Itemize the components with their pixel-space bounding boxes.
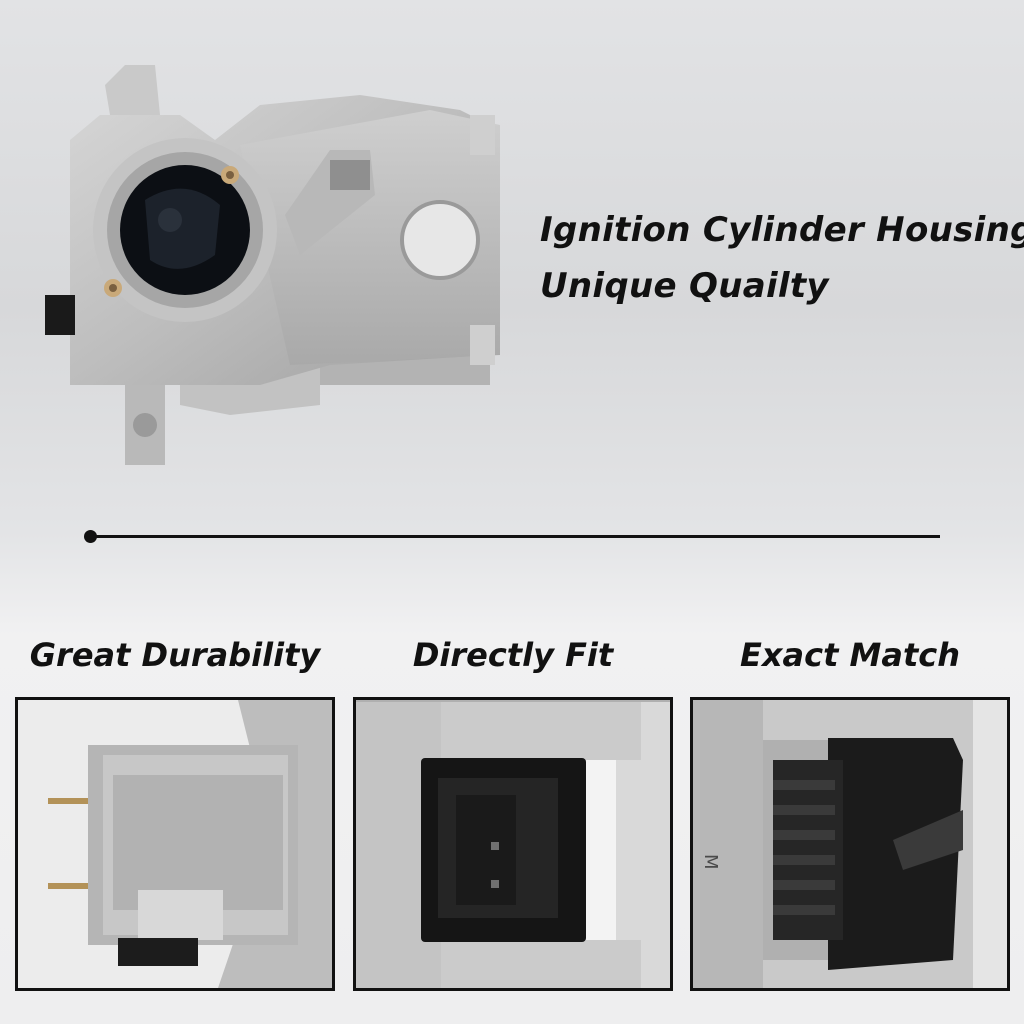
connector-detail-illustration (356, 700, 670, 988)
divider-line (90, 535, 940, 538)
feature-photo-fit (353, 697, 673, 991)
durability-detail-illustration (18, 700, 332, 988)
part-marking: M (700, 854, 721, 870)
feature-caption-durability: Great Durability (29, 636, 321, 674)
headline-product-name: Ignition Cylinder Housing (540, 210, 1024, 250)
product-photo-ignition-housing (30, 55, 510, 485)
housing-illustration (45, 65, 500, 465)
feature-caption-fit: Directly Fit (412, 636, 614, 674)
gear-detail-illustration: M (693, 700, 1007, 988)
feature-photo-match: M (690, 697, 1010, 991)
feature-caption-match: Exact Match (740, 636, 960, 674)
headline-quality: Unique Quailty (540, 266, 829, 306)
feature-photo-durability (15, 697, 335, 991)
